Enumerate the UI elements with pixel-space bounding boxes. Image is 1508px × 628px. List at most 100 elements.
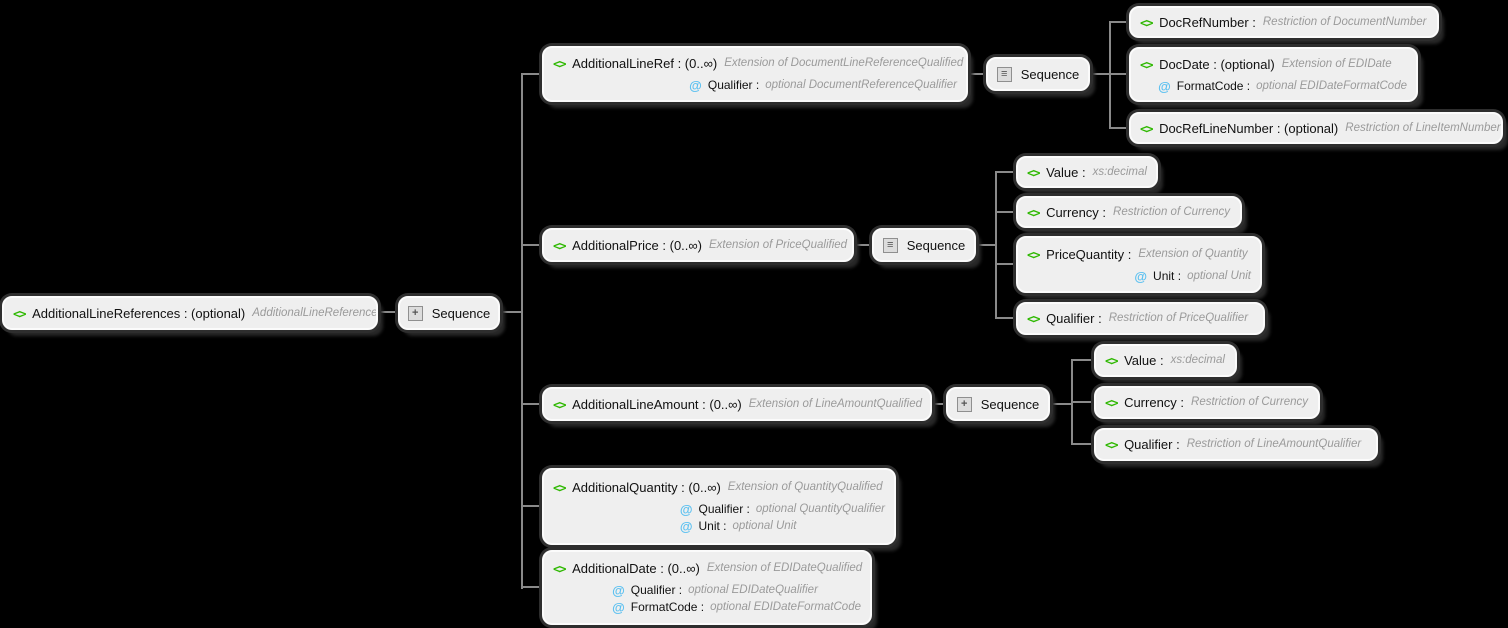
element-row: <> Qualifier : Restriction of PriceQuali… (1027, 309, 1248, 328)
element-type: AdditionalLineReferences (252, 306, 378, 319)
element-doc-ref-number[interactable]: <> DocRefNumber : Restriction of Documen… (1129, 6, 1439, 38)
element-doc-date[interactable]: <> DocDate : (optional) Extension of EDI… (1129, 47, 1418, 102)
element-amount-currency[interactable]: <> Currency : Restriction of Currency (1094, 386, 1320, 419)
connector-line (1071, 401, 1094, 403)
element-icon: <> (1027, 311, 1041, 326)
element-name: AdditionalPrice : (0..∞) (572, 237, 702, 253)
attribute-name: Qualifier : (698, 502, 750, 516)
sequence-additional-line-ref[interactable]: ≡ Sequence (986, 57, 1090, 91)
attribute-type: optional QuantityQualifier (755, 503, 885, 515)
element-price-qualifier[interactable]: <> Qualifier : Restriction of PriceQuali… (1016, 302, 1265, 335)
sequence-additional-price[interactable]: ≡ Sequence (872, 228, 976, 262)
connector-line (521, 586, 542, 588)
element-additional-quantity[interactable]: <> AdditionalQuantity : (0..∞) Extension… (542, 468, 896, 545)
element-type: xs:decimal (1092, 165, 1147, 178)
element-name: Value : (1046, 164, 1086, 180)
connector-line (1109, 73, 1129, 75)
element-name: Currency : (1124, 395, 1185, 410)
attribute-name: Unit : (698, 519, 727, 533)
sequence-label: Sequence (980, 396, 1040, 412)
attribute-name: Qualifier : (707, 78, 760, 92)
element-row: <> Qualifier : Restriction of LineAmount… (1105, 435, 1361, 454)
attribute-list: @ Unit : optional Unit (1134, 268, 1251, 285)
element-icon: <> (1027, 246, 1041, 262)
attribute-type: optional EDIDateQualifier (688, 584, 818, 596)
element-row: <> Currency : Restriction of Currency (1105, 393, 1308, 412)
attribute-icon: @ (612, 600, 625, 615)
attribute-list: @ FormatCode : optional EDIDateFormatCod… (1158, 78, 1407, 95)
attribute-list: @ Qualifier : optional QuantityQualifier… (680, 501, 885, 535)
attribute-type: optional Unit (1187, 269, 1251, 282)
element-type: Restriction of LineAmountQualifier (1186, 438, 1362, 450)
attribute-name: Qualifier : (630, 583, 683, 597)
element-row: <> Value : xs:decimal (1027, 163, 1147, 182)
sequence-label: Sequence (906, 237, 966, 253)
element-name: Value : (1124, 353, 1164, 368)
attribute-name: Unit : (1153, 268, 1182, 283)
element-amount-value[interactable]: <> Value : xs:decimal (1094, 344, 1237, 377)
sequence-icon: + (956, 396, 972, 412)
element-additional-line-ref[interactable]: <> AdditionalLineRef : (0..∞) Extension … (542, 46, 968, 102)
element-doc-ref-line-number[interactable]: <> DocRefLineNumber : (optional) Restric… (1129, 112, 1503, 144)
connector-trunk (521, 73, 523, 589)
element-icon: <> (553, 237, 567, 253)
connector-line (968, 73, 986, 75)
attribute-name: FormatCode : (1176, 78, 1251, 93)
element-name: AdditionalLineAmount : (0..∞) (572, 396, 742, 412)
sequence-additional-line-amount[interactable]: + Sequence (946, 387, 1050, 421)
attribute-row: @ FormatCode : optional EDIDateFormatCod… (612, 599, 861, 616)
connector-line (521, 403, 542, 405)
attribute-row: @ Unit : optional Unit (1134, 268, 1251, 285)
element-additional-price[interactable]: <> AdditionalPrice : (0..∞) Extension of… (542, 228, 854, 262)
element-icon: <> (553, 396, 567, 412)
sequence-root[interactable]: + Sequence (398, 296, 500, 330)
element-row: <> AdditionalLineAmount : (0..∞) Extensi… (553, 395, 922, 414)
attribute-icon: @ (1134, 268, 1148, 284)
attribute-type: optional EDIDateFormatCode (1256, 79, 1407, 92)
element-price-value[interactable]: <> Value : xs:decimal (1016, 156, 1158, 188)
element-additional-line-amount[interactable]: <> AdditionalLineAmount : (0..∞) Extensi… (542, 387, 932, 421)
element-row: <> AdditionalQuantity : (0..∞) Extension… (553, 478, 883, 497)
element-type: Restriction of DocumentNumber (1262, 15, 1427, 28)
element-name: DocRefNumber : (1159, 14, 1256, 30)
connector-line (932, 403, 946, 405)
element-row: <> PriceQuantity : Extension of Quantity (1027, 245, 1248, 264)
element-icon: <> (1027, 204, 1041, 220)
element-additional-line-references[interactable]: <> AdditionalLineReferences : (optional)… (2, 296, 378, 330)
connector-line (995, 263, 1016, 265)
attribute-name: FormatCode : (630, 600, 705, 614)
element-type: Extension of Quantity (1138, 247, 1248, 260)
element-icon: <> (1105, 353, 1119, 368)
element-name: PriceQuantity : (1046, 246, 1132, 262)
connector-trunk (995, 171, 997, 319)
element-icon: <> (1105, 437, 1119, 452)
connector-line (1109, 21, 1129, 23)
element-row: <> AdditionalPrice : (0..∞) Extension of… (553, 236, 847, 255)
sequence-icon: + (407, 305, 423, 321)
connector-line (521, 73, 542, 75)
element-type: Extension of EDIDateQualified (706, 562, 863, 574)
element-additional-date[interactable]: <> AdditionalDate : (0..∞) Extension of … (542, 550, 872, 625)
connector-line (1050, 403, 1073, 405)
attribute-type: optional EDIDateFormatCode (710, 601, 861, 613)
element-name: AdditionalQuantity : (0..∞) (572, 480, 721, 495)
element-row: <> DocDate : (optional) Extension of EDI… (1140, 55, 1392, 74)
attribute-list: @ Qualifier : optional DocumentReference… (689, 77, 957, 94)
element-icon: <> (553, 561, 567, 576)
element-price-currency[interactable]: <> Currency : Restriction of Currency (1016, 196, 1242, 228)
attribute-icon: @ (689, 78, 702, 93)
element-type: Extension of EDIDate (1281, 57, 1392, 70)
element-name: DocRefLineNumber : (optional) (1159, 120, 1339, 136)
sequence-icon: ≡ (882, 237, 898, 253)
element-amount-qualifier[interactable]: <> Qualifier : Restriction of LineAmount… (1094, 428, 1378, 461)
element-type: Restriction of Currency (1191, 396, 1308, 408)
element-row: <> Currency : Restriction of Currency (1027, 203, 1230, 222)
connector-line (521, 505, 542, 507)
element-name: Qualifier : (1124, 437, 1180, 452)
element-price-quantity[interactable]: <> PriceQuantity : Extension of Quantity… (1016, 236, 1262, 293)
attribute-icon: @ (679, 519, 693, 534)
element-type: Restriction of PriceQualifier (1108, 312, 1249, 324)
connector-line (1090, 73, 1111, 75)
element-name: AdditionalLineReferences : (optional) (32, 305, 246, 321)
